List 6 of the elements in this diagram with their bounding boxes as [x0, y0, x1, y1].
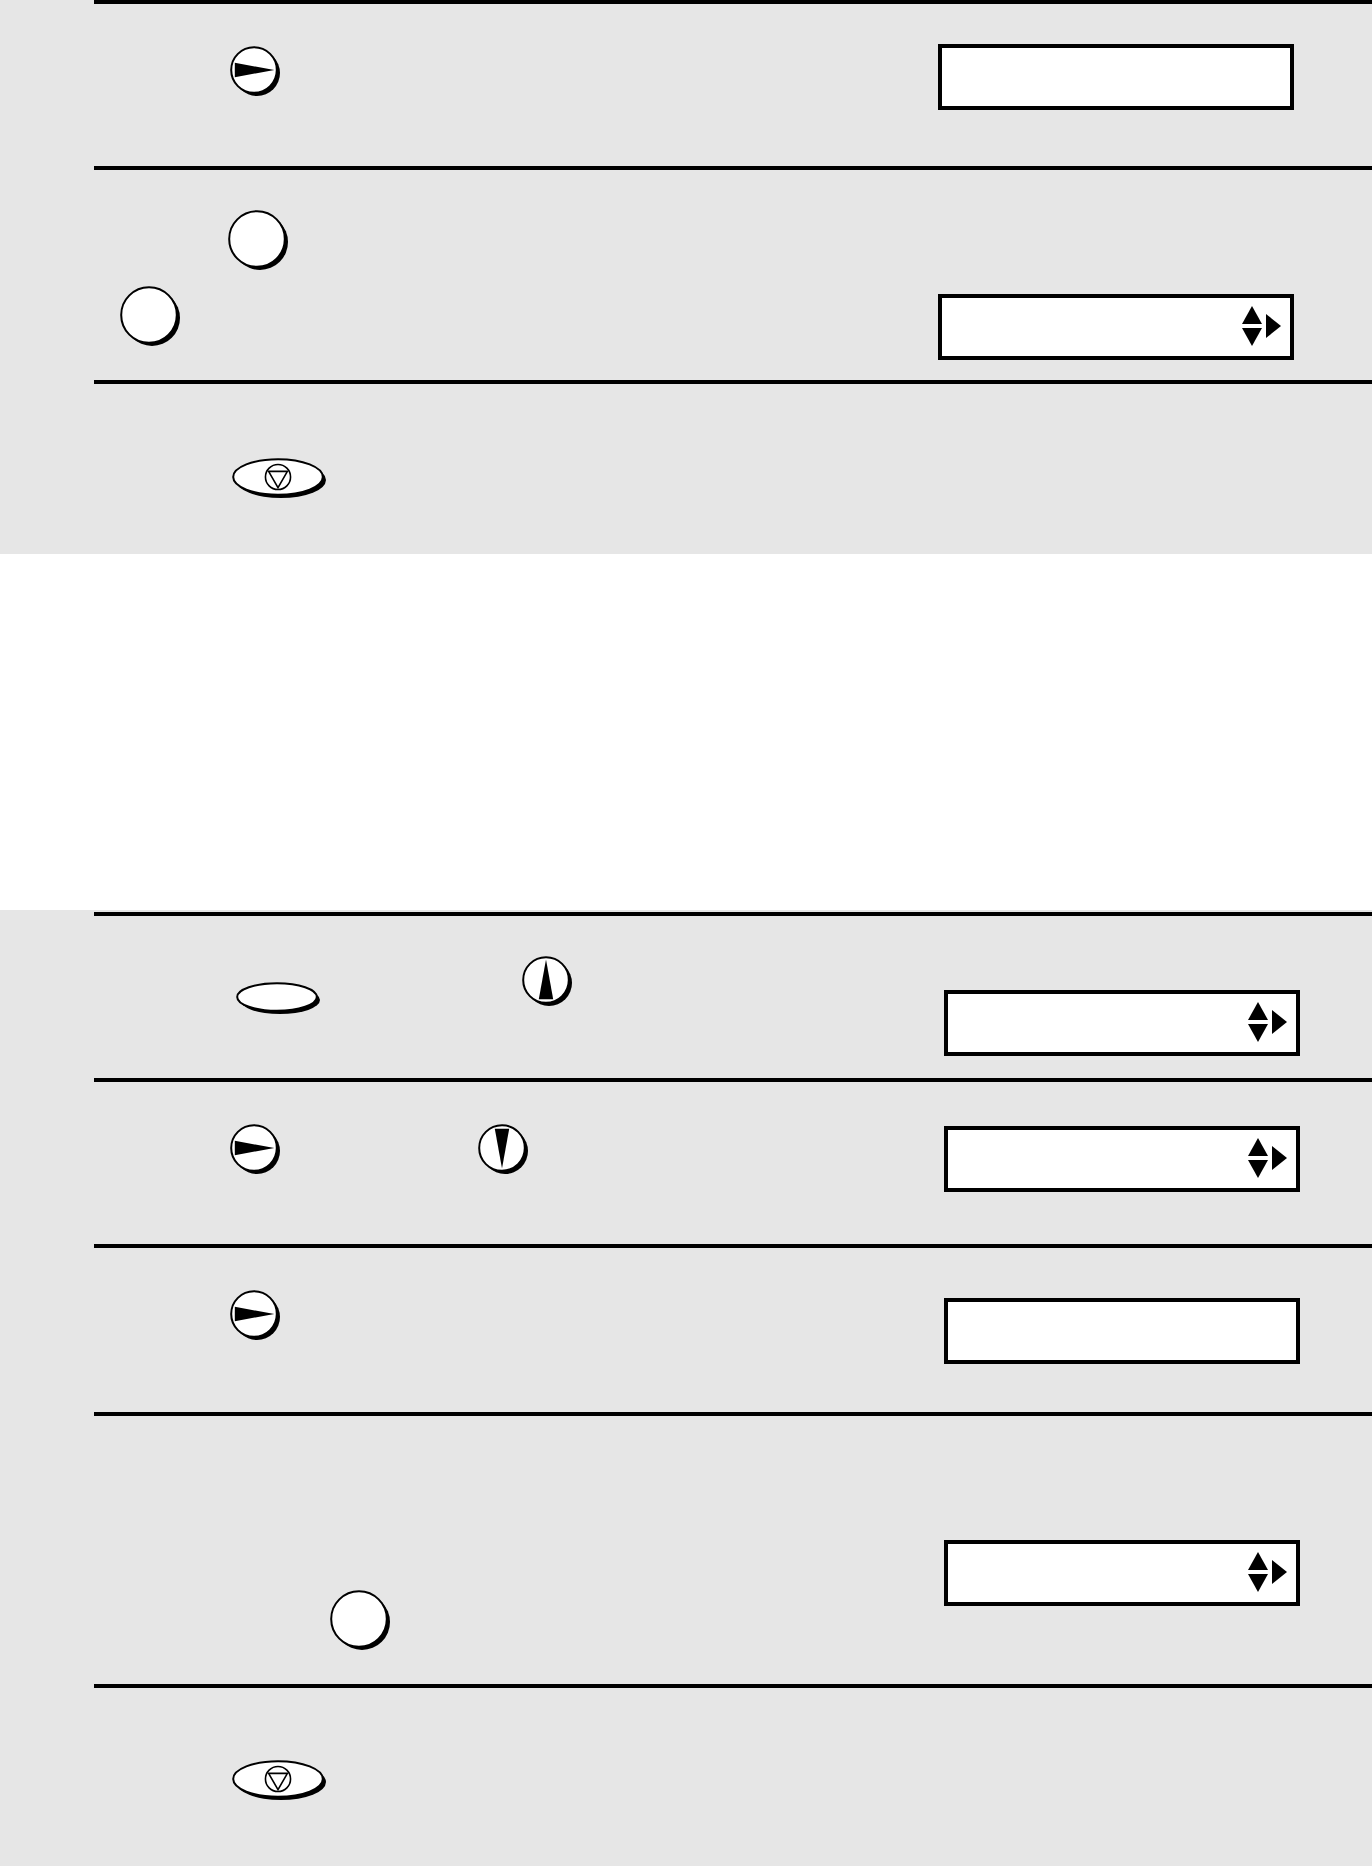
display-screen — [944, 1540, 1300, 1606]
display-screen — [938, 44, 1294, 110]
display-screen — [944, 1126, 1300, 1192]
display-screen — [944, 1298, 1300, 1364]
display-screen — [944, 990, 1300, 1056]
display-screen — [938, 294, 1294, 360]
